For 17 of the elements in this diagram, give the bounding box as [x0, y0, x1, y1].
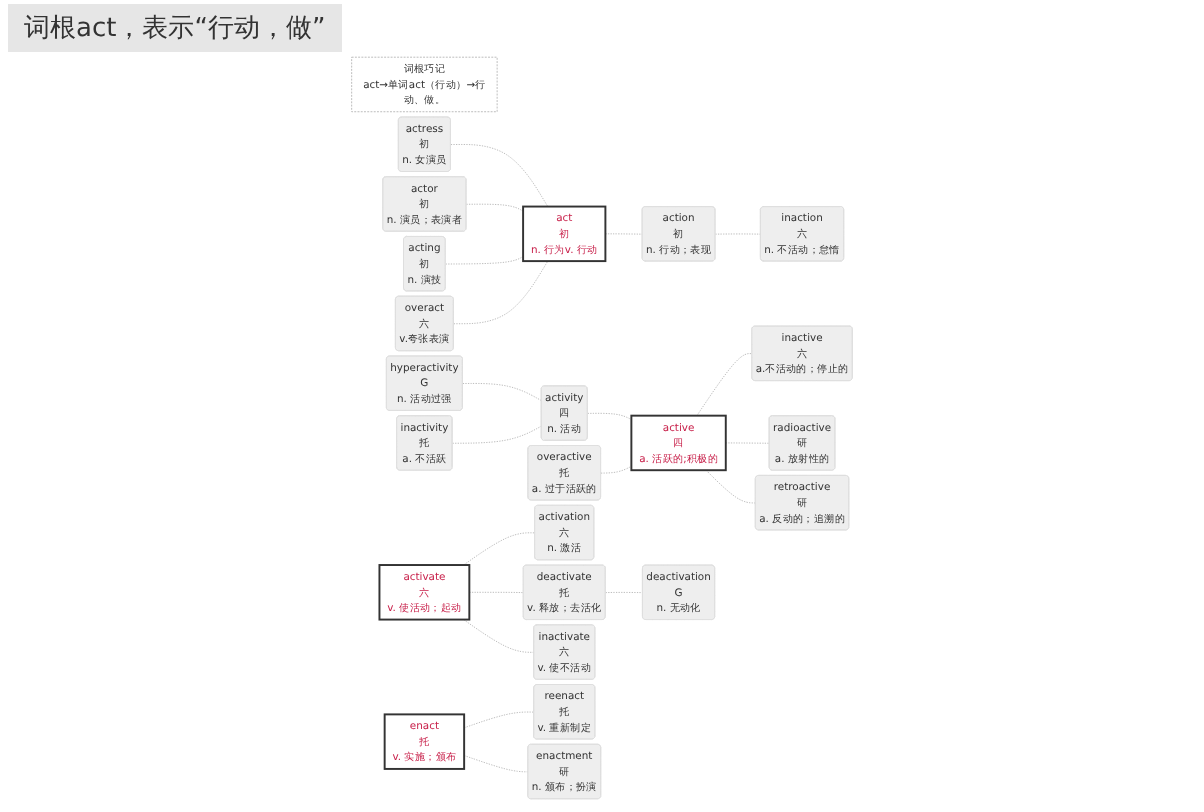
connector	[463, 619, 535, 653]
title: 词根act，表示“行动，做”	[8, 4, 342, 52]
connector	[452, 425, 542, 444]
connector	[450, 144, 549, 207]
connector	[463, 711, 535, 729]
connector	[445, 256, 524, 265]
connector	[462, 383, 542, 401]
connector	[463, 755, 529, 773]
connector	[466, 203, 524, 212]
connector	[705, 469, 756, 504]
connector	[605, 592, 644, 593]
connector	[453, 260, 549, 325]
connector	[469, 591, 524, 593]
connector	[463, 532, 536, 566]
connector	[600, 466, 632, 474]
connector	[587, 412, 632, 420]
connector	[696, 353, 753, 416]
